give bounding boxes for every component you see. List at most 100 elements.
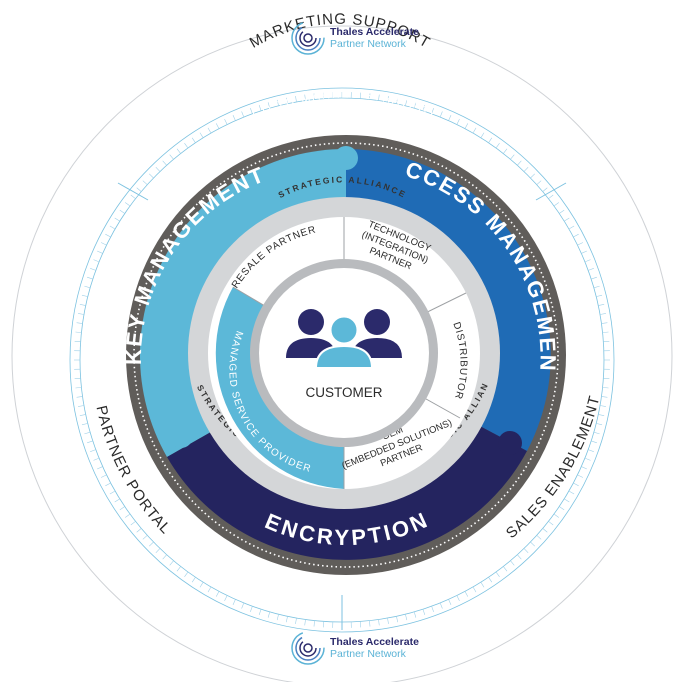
ruler-tick — [78, 405, 85, 407]
logo-line-2: Partner Network — [330, 648, 406, 660]
puzzle-knob-left — [169, 424, 193, 448]
ruler-tick — [191, 577, 196, 583]
ruler-tick — [241, 111, 245, 118]
ruler-tick — [176, 566, 181, 572]
ruler-tick — [119, 209, 125, 214]
ruler-tick — [207, 586, 212, 593]
ruler-tick — [601, 396, 608, 398]
puzzle-knob-top — [334, 146, 358, 170]
ruler-tick — [503, 148, 508, 154]
ruler-tick — [548, 194, 554, 199]
ruler-tick — [87, 440, 93, 444]
ruler-tick — [581, 466, 587, 470]
ruler-tick — [387, 96, 389, 103]
ruler-divider-left — [117, 182, 149, 201]
ruler-tick — [90, 268, 96, 271]
ruler-tick — [285, 97, 288, 104]
ruler-tick — [577, 474, 584, 478]
ruler-tick — [100, 474, 107, 478]
ruler-tick — [250, 606, 253, 612]
ruler-tick — [79, 303, 86, 306]
ruler-tick — [93, 259, 100, 263]
ruler-tick — [169, 560, 174, 566]
ruler-tick — [176, 148, 181, 154]
ruler-tick — [199, 132, 204, 138]
ruler-tick — [523, 548, 529, 553]
ruler-tick — [84, 285, 91, 289]
customer-group-icon — [286, 309, 402, 369]
ruler-tick — [596, 294, 603, 297]
ruler-tick — [142, 180, 148, 185]
ruler-tick — [191, 137, 196, 143]
ruler-tick — [105, 233, 111, 238]
ruler-tick — [114, 217, 120, 222]
ruler-tick — [369, 93, 371, 100]
ruler-tick — [503, 566, 508, 572]
ruler-tick — [136, 187, 142, 192]
ruler-tick — [258, 105, 262, 111]
ruler-tick — [199, 582, 204, 588]
ruler-tick — [76, 396, 83, 398]
ruler-tick — [114, 498, 120, 503]
ruler-tick — [109, 490, 116, 495]
ruler-tick — [79, 414, 86, 417]
ruler-tick — [413, 611, 417, 618]
ruler-tick — [295, 617, 297, 624]
ruler-tick — [224, 595, 228, 602]
ruler-tick — [439, 602, 443, 609]
ruler-tick — [510, 154, 515, 160]
ruler-tick — [313, 93, 315, 100]
ruler-tick — [480, 582, 485, 588]
ruler-tick — [464, 591, 469, 597]
ruler-tick — [125, 513, 131, 518]
ruler-tick — [162, 160, 167, 166]
ruler-tick — [285, 616, 288, 623]
ruler-tick — [517, 554, 522, 560]
ruler-tick — [593, 285, 600, 289]
ruler-tick — [369, 620, 371, 627]
ruler-tick — [602, 331, 609, 333]
ruler-tick — [480, 132, 485, 138]
ruler-tick — [405, 99, 408, 106]
ruler-tick — [599, 405, 606, 407]
ruler-tick — [87, 276, 93, 280]
ruler-tick — [84, 431, 91, 435]
ruler-tick — [488, 137, 493, 143]
ruler-tick — [598, 303, 605, 306]
puzzle-knob-right — [498, 431, 522, 455]
ruler-tick — [584, 457, 591, 461]
ruler-tick — [387, 617, 389, 624]
logo-top: Thales Accelerate Partner Network — [290, 20, 419, 56]
ruler-tick — [495, 143, 500, 149]
ruler-tick — [396, 97, 399, 104]
ruler-tick — [472, 586, 477, 593]
ruler-tick — [548, 521, 554, 526]
thales-accelerate-logo-icon — [291, 21, 325, 55]
ruler-tick — [448, 599, 452, 605]
ruler-tick — [81, 294, 88, 297]
ruler-tick — [75, 331, 82, 333]
ruler-ticks — [74, 92, 610, 628]
ruler-tick — [591, 440, 597, 444]
ruler-tick — [598, 414, 605, 417]
ruler-tick — [536, 535, 542, 540]
ruler-tick — [495, 571, 500, 577]
thales-accelerate-logo-icon — [291, 631, 325, 665]
ruler-tick — [241, 602, 245, 609]
ruler-tick — [542, 528, 548, 533]
ruler-tick — [75, 387, 82, 389]
ruler-tick — [599, 313, 606, 315]
ruler-tick — [405, 614, 408, 621]
logo-line-1: Thales Accelerate — [330, 26, 419, 38]
logo-line-1: Thales Accelerate — [330, 636, 419, 648]
ruler-tick — [559, 506, 565, 511]
ruler-tick — [591, 276, 597, 280]
customer-label: CUSTOMER — [305, 385, 382, 400]
ruler-tick — [456, 595, 460, 602]
ruler-tick — [304, 94, 306, 101]
ruler-tick — [536, 180, 542, 185]
ruler-tick — [523, 167, 529, 172]
ruler-tick — [155, 167, 161, 172]
ruler-tick — [109, 225, 116, 230]
ruler-tick — [169, 154, 174, 160]
